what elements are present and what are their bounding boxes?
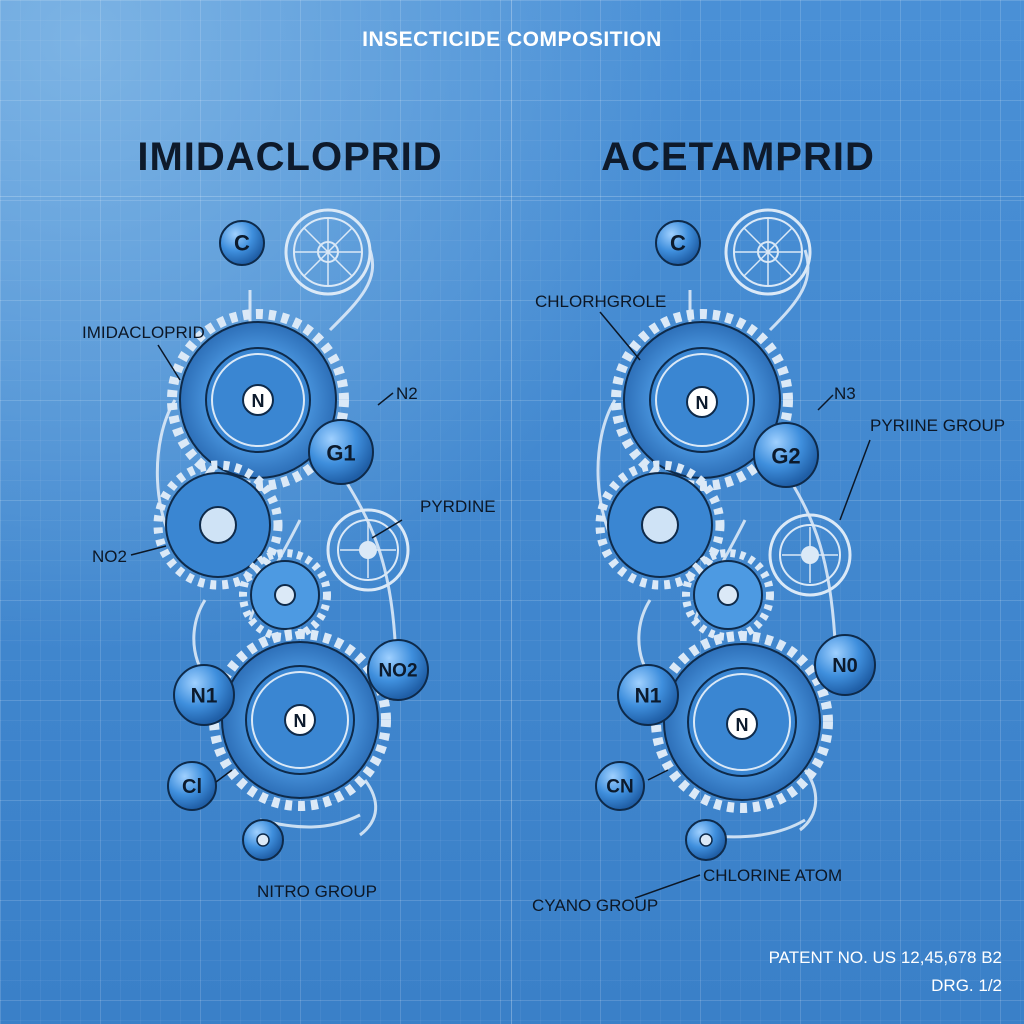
svg-text:N1: N1 (635, 685, 662, 708)
atom-node-g1: G1 (308, 419, 374, 485)
svg-text:N1: N1 (191, 685, 218, 708)
left-mid-gear (595, 460, 725, 590)
label-n3: N3 (834, 384, 856, 403)
label-chlorhgrole: CHLORHGROLE (535, 292, 667, 311)
svg-text:Cl: Cl (182, 776, 202, 798)
svg-text:G2: G2 (771, 444, 800, 469)
atom-node-n-top: N (242, 384, 274, 416)
atom-node-cl: Cl (167, 761, 217, 811)
svg-text:N: N (736, 715, 749, 735)
center-cog (239, 549, 331, 641)
label-nitro-group: NITRO GROUP (257, 882, 377, 901)
label-cyano-group: CYANO GROUP (532, 896, 659, 915)
label-pyriine-group: PYRIINE GROUP (870, 416, 1006, 435)
label-no2: NO2 (92, 547, 127, 566)
pyriine-wheel (768, 513, 852, 597)
bottom-bulb (242, 819, 284, 861)
svg-text:CN: CN (606, 777, 633, 798)
svg-text:N: N (696, 393, 709, 413)
acetamprid-structure: C N G2 N1 N0 N (595, 208, 876, 899)
bottom-bulb (685, 819, 727, 861)
label-pyrdine: PYRDINE (420, 497, 496, 516)
center-cog (682, 549, 774, 641)
svg-text:C: C (670, 231, 686, 256)
svg-text:C: C (234, 231, 250, 256)
svg-text:NO2: NO2 (378, 661, 417, 682)
atom-node-c: C (655, 220, 701, 266)
label-imidacloprid: IMIDACLOPRID (82, 323, 205, 342)
atom-node-g2: G2 (753, 422, 819, 488)
atom-node-c: C (219, 220, 265, 266)
top-flywheel (724, 208, 812, 296)
imidacloprid-title: IMIDACLOPRID (137, 135, 443, 179)
svg-text:N: N (294, 711, 307, 731)
atom-node-n1: N1 (173, 664, 235, 726)
acetamprid-title: ACETAMPRID (601, 135, 875, 179)
atom-node-n-bottom: N (284, 704, 316, 736)
patent-number: PATENT NO. US 12,45,678 B2 (768, 948, 1002, 967)
svg-text:G1: G1 (326, 441, 355, 466)
drawing-number: DRG. 1/2 (931, 976, 1002, 995)
atom-node-n-bottom: N (726, 708, 758, 740)
label-n2: N2 (396, 384, 418, 403)
atom-node-cn: CN (595, 761, 645, 811)
imidacloprid-structure: C N G1 N1 NO2 N (130, 208, 429, 861)
center-divider (511, 0, 512, 1024)
svg-text:N0: N0 (832, 655, 858, 677)
svg-text:N: N (252, 391, 265, 411)
header-divider (0, 196, 1024, 197)
pyrdine-wheel (326, 508, 410, 592)
atom-node-no2: NO2 (367, 639, 429, 701)
diagram-title: INSECTICIDE COMPOSITION (362, 28, 662, 51)
label-chlorine-atom: CHLORINE ATOM (703, 866, 843, 885)
atom-node-n-top: N (686, 386, 718, 418)
left-mid-gear (153, 460, 283, 590)
atom-node-n1: N1 (617, 664, 679, 726)
top-flywheel (284, 208, 372, 296)
atom-node-n0: N0 (814, 634, 876, 696)
